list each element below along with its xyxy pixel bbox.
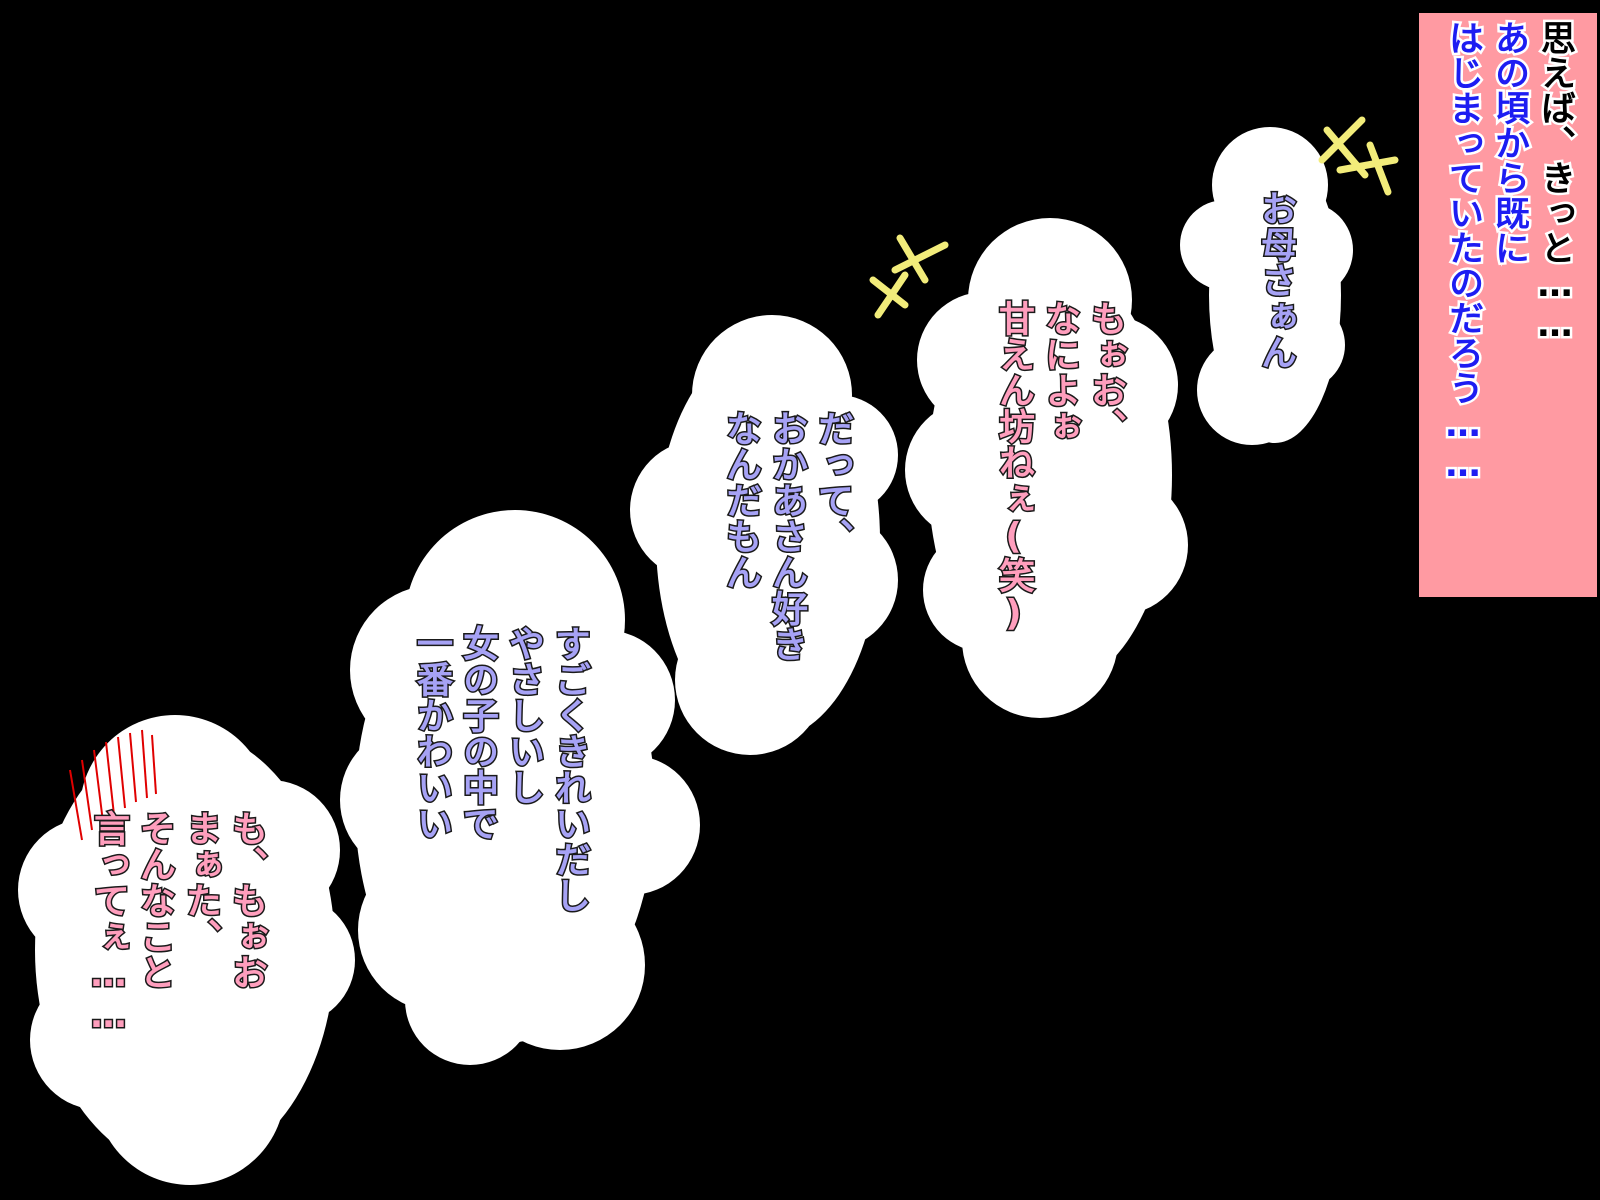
speech-line: 言ってぇ…… <box>87 809 131 1038</box>
speech-line: だって、 <box>811 409 855 556</box>
speech-line: やさしいし <box>502 624 546 807</box>
speech-bubble-2 <box>905 218 1188 718</box>
speech-bubble-4 <box>340 510 700 1065</box>
speech-line: 一番かわいい <box>410 624 454 843</box>
sparkle-icon <box>869 234 949 319</box>
speech-line: すごくきれいだし <box>548 624 592 915</box>
speech-text-2: もぉお、 なによぉ 甘えん坊ねぇ(笑) <box>990 299 1128 636</box>
blush-lines-icon <box>69 729 157 841</box>
speech-line: なんだもん <box>719 409 763 592</box>
speech-text-1: お母さぁん <box>1252 189 1298 372</box>
speech-line: お母さぁん <box>1254 189 1298 372</box>
narration-box <box>1416 10 1600 600</box>
speech-text-3: だって、 おかあさん好き なんだもん <box>717 409 855 664</box>
sparkle-icon <box>1318 116 1399 196</box>
speech-bubble-3 <box>630 315 898 755</box>
speech-text-5: も、もぉお まぁた、 そんなこと 言ってぇ…… <box>85 809 269 1038</box>
speech-bubble-5 <box>18 715 355 1185</box>
speech-line: まぁた、 <box>179 809 223 956</box>
speech-line: 女の子の中で <box>456 624 500 843</box>
speech-line: なによぉ <box>1038 299 1082 446</box>
speech-line: も、もぉお <box>225 809 269 992</box>
narration-line-2: あの頃から既に <box>1487 18 1532 268</box>
speech-text-4: すごくきれいだし やさしいし 女の子の中で 一番かわいい <box>408 624 592 915</box>
speech-line: そんなこと <box>133 809 177 992</box>
speech-line: もぉお、 <box>1084 299 1128 446</box>
speech-line: おかあさん好き <box>765 409 809 664</box>
narration-line-3: はじまっていたのだろう…… <box>1441 18 1486 488</box>
narration-line-1: 思えば、きっと…… <box>1533 18 1578 348</box>
speech-bubble-1 <box>1180 127 1353 445</box>
speech-line: 甘えん坊ねぇ(笑) <box>992 299 1036 636</box>
narration-text: 思えば、きっと…… あの頃から既に はじまっていたのだろう…… <box>1440 18 1578 488</box>
